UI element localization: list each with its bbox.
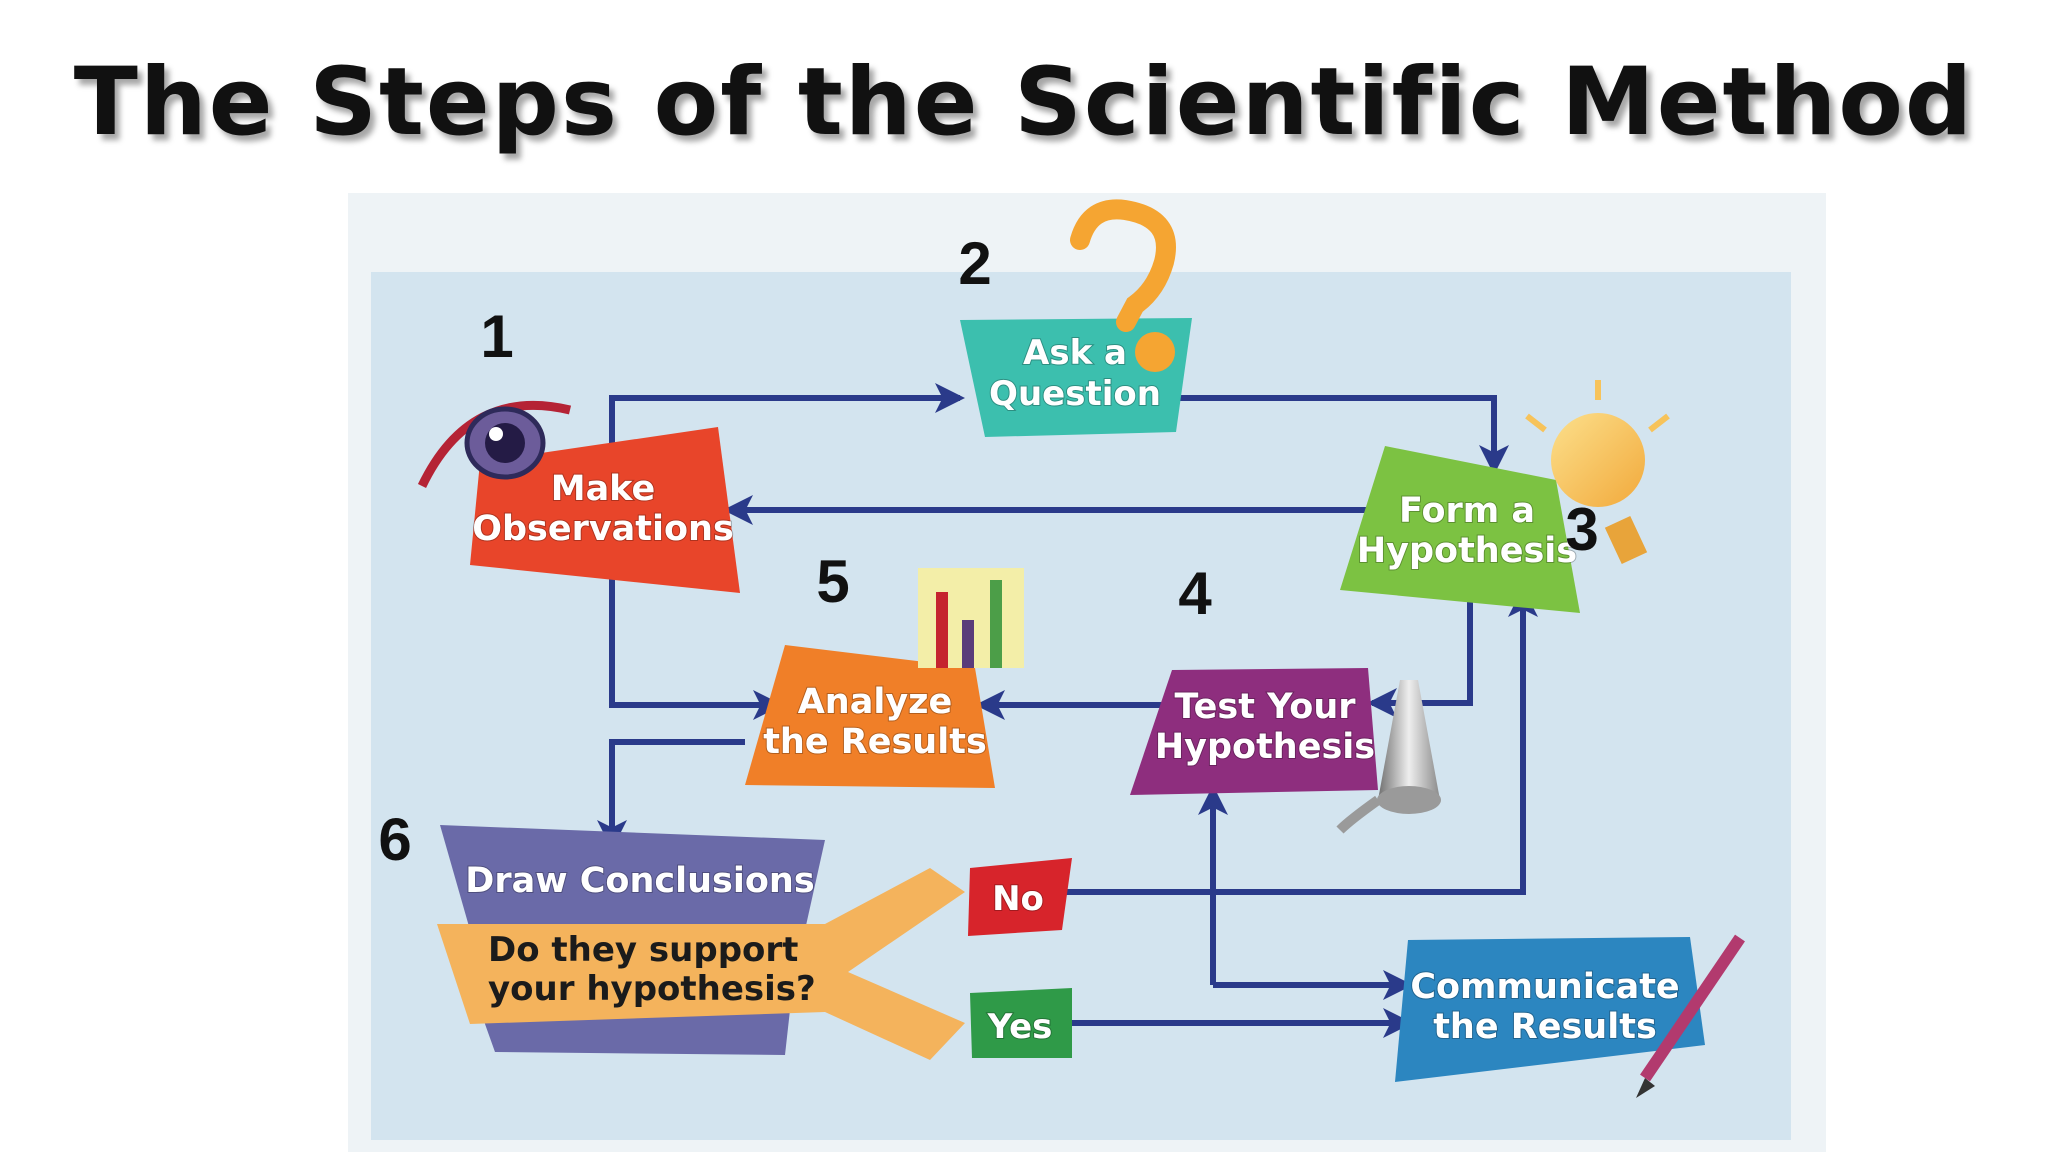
step-analyze-results: Analyze the Results: [745, 645, 995, 788]
step-test-hypothesis: Test Your Hypothesis: [1130, 668, 1378, 795]
step-communicate-results: Communicate the Results: [1395, 937, 1705, 1082]
no-label: No: [992, 879, 1044, 919]
arrow-analyze-to-conclusions: [597, 739, 745, 850]
conclusions-box: [440, 825, 825, 930]
yes-label: Yes: [987, 1007, 1053, 1047]
step-number-4: 4: [1178, 560, 1212, 627]
support-question-banner: Do they support your hypothesis?: [437, 868, 965, 1060]
observe-label-line2: Observations: [472, 509, 734, 549]
support-arrow-shape: [437, 868, 965, 1060]
arrow-question-to-hypothesis: [1170, 395, 1509, 475]
step-draw-conclusions: Draw Conclusions: [440, 825, 825, 1055]
step-ask-question: Ask a Question: [960, 318, 1192, 437]
question-mark-icon: [1070, 199, 1176, 372]
question-label-line2: Question: [989, 374, 1161, 414]
step-form-hypothesis: Form a Hypothesis: [1340, 446, 1580, 613]
conclusions-base: [480, 1010, 790, 1055]
test-label-line2: Hypothesis: [1155, 727, 1375, 767]
step-number-6: 6: [378, 806, 411, 873]
analyze-box: [745, 645, 995, 788]
support-question-line1: Do they support: [488, 930, 798, 970]
answer-yes: Yes: [970, 988, 1072, 1058]
question-box: [960, 318, 1192, 437]
test-box: [1130, 668, 1378, 795]
answer-no: No: [968, 858, 1072, 936]
observe-label-line1: Make: [551, 469, 656, 509]
question-label-line1: Ask a: [1023, 333, 1127, 373]
arrow-observe-to-analyze: [609, 572, 783, 720]
arrow-observe-to-question: [609, 383, 965, 446]
bar-chart-icon: [918, 568, 1024, 668]
hypothesis-box: [1340, 446, 1580, 613]
communicate-label-line2: the Results: [1433, 1007, 1657, 1047]
slide-title: The Steps of the Scientific Method: [73, 48, 1975, 157]
communicate-label-line1: Communicate: [1410, 967, 1679, 1007]
conclusions-label: Draw Conclusions: [465, 861, 814, 901]
support-question-line2: your hypothesis?: [488, 969, 816, 1009]
communicate-box: [1395, 937, 1705, 1082]
flask-icon: [1336, 680, 1441, 834]
step-number-5: 5: [816, 548, 849, 615]
test-label-line1: Test Your: [1174, 687, 1356, 727]
observe-box: [470, 427, 740, 593]
analyze-label-line2: the Results: [763, 722, 987, 762]
step-number-3: 3: [1565, 496, 1598, 563]
step-number-2: 2: [958, 230, 991, 297]
step-make-observations: Make Observations: [470, 427, 740, 593]
no-box: [968, 858, 1072, 936]
step-number-1: 1: [480, 303, 513, 370]
hypothesis-label-line1: Form a: [1399, 491, 1535, 531]
analyze-label-line1: Analyze: [798, 682, 953, 722]
lightbulb-icon: [1525, 380, 1670, 565]
hypothesis-label-line2: Hypothesis: [1357, 531, 1577, 571]
eye-icon: [417, 400, 572, 488]
pencil-icon: [1636, 934, 1745, 1098]
yes-box: [970, 988, 1072, 1058]
